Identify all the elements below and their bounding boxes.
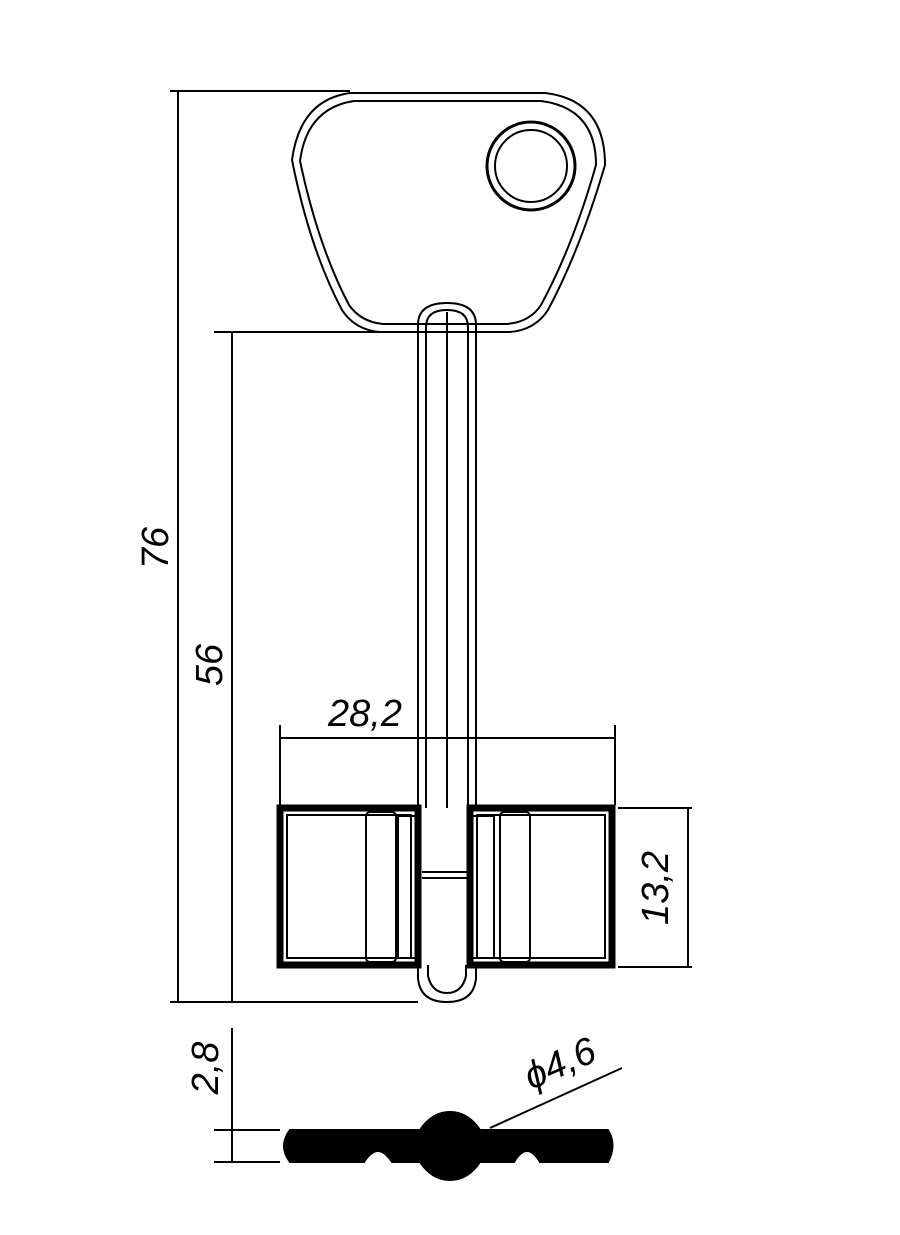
dimension-label-blade-length: 56 <box>189 643 231 686</box>
dimension-label-thickness: 2,8 <box>185 1042 227 1096</box>
dimension-lines <box>170 90 692 1003</box>
key-shank <box>380 301 510 808</box>
dimension-label-bit-width: 28,2 <box>327 693 402 735</box>
key-ring-hole <box>485 120 577 212</box>
dimension-label-bit-height: 13,2 <box>635 851 677 925</box>
key-bit <box>276 804 616 1004</box>
dimension-label-shank-diameter: ϕ4,6 <box>518 1029 603 1098</box>
key-cross-section <box>283 1110 614 1182</box>
cross-section-dimension-lines <box>214 1028 623 1163</box>
key-bow <box>290 92 607 333</box>
dimension-label-total-length: 76 <box>135 526 177 569</box>
